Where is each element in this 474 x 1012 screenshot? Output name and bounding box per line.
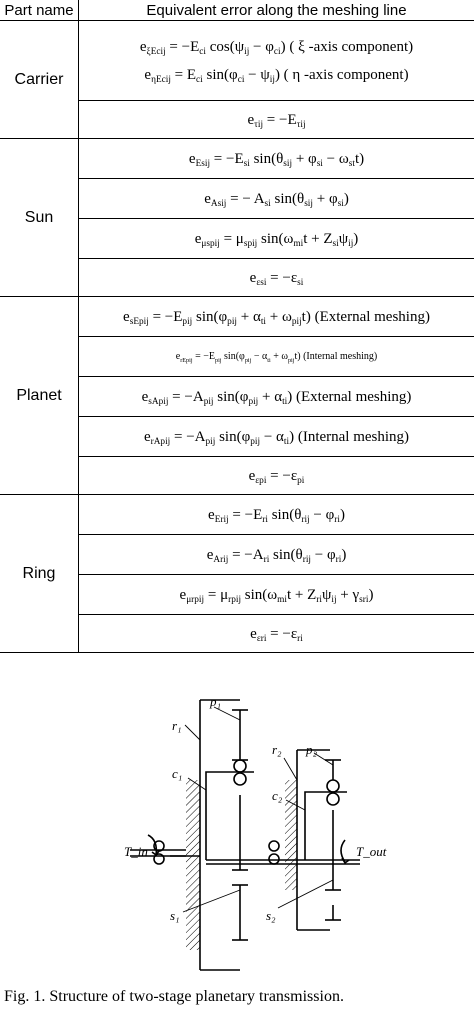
formula-cell: eErij = −Eri sin(θrij − φri) bbox=[78, 494, 474, 535]
formula-cell: eμrpij = μrpij sin(ωmit + Zriψij + γsri) bbox=[78, 574, 474, 615]
formula-text: eεri = −εri bbox=[250, 625, 303, 644]
stage1-planet-bearing bbox=[226, 759, 254, 786]
stage2-ring-gear bbox=[296, 749, 330, 931]
stage1-ring-hatch bbox=[186, 780, 200, 950]
stage2-planet-gear bbox=[325, 759, 341, 921]
part-name-cell: Planet bbox=[0, 296, 79, 495]
figure-caption: Fig. 1. Structure of two-stage planetary… bbox=[4, 988, 344, 1005]
formula-text: eμspij = μspij sin(ωmit + Zsiψij) bbox=[194, 230, 359, 249]
input-shaft bbox=[130, 849, 200, 857]
formula-cell: eτij = −Eτij bbox=[78, 100, 474, 139]
formula-text: esEpij = −Epij sin(φpij + αti + ωpijt) (… bbox=[123, 308, 430, 327]
formula-cell: erApij = −Apij sin(φpij − αti) (Internal… bbox=[78, 416, 474, 457]
header-equivalent-error: Equivalent error along the meshing line bbox=[78, 0, 474, 21]
formula-text: eArij = −Ari sin(θrij − φri) bbox=[206, 546, 347, 565]
table-row: Carrier eξEcij = −Eci cos(ψij − φci) ( ξ … bbox=[0, 20, 474, 139]
label-s1: s₁ bbox=[170, 908, 180, 923]
label-t-in: T_in bbox=[124, 844, 148, 859]
table-row: erApij = −Apij sin(φpij − αti) (Internal… bbox=[0, 416, 474, 457]
formula-cell: eEsij = −Esi sin(θsij + φsi − ωstt) bbox=[78, 138, 474, 179]
formula-text: eεsi = −εsi bbox=[249, 269, 304, 288]
table-row: erEpij = −Epij sin(φpij − αti + ωpijt) (… bbox=[0, 336, 474, 377]
formula-text: eεpi = −εpi bbox=[248, 467, 305, 486]
table-body: Carrier eξEcij = −Eci cos(ψij − φci) ( ξ … bbox=[0, 20, 474, 653]
stage2-carrier bbox=[290, 791, 360, 865]
formula-cell: eμspij = μspij sin(ωmit + Zsiψij) bbox=[78, 218, 474, 259]
stage2-planet-bearing bbox=[319, 779, 347, 806]
equivalent-error-table: Part name Equivalent error along the mes… bbox=[0, 0, 474, 653]
formula-text: eμrpij = μrpij sin(ωmit + Zriψij + γsri) bbox=[179, 586, 374, 605]
formula-text: eAsij = − Asi sin(θsij + φsi) bbox=[204, 190, 349, 209]
label-s2: s₂ bbox=[266, 908, 276, 923]
stage1-carrier bbox=[205, 771, 290, 861]
formula-cell: eεri = −εri bbox=[78, 614, 474, 653]
formula-cell: esApij = −Apij sin(φpij + αti) (External… bbox=[78, 376, 474, 417]
formula-cell: erEpij = −Epij sin(φpij − αti + ωpijt) (… bbox=[78, 336, 474, 377]
input-arrow bbox=[147, 834, 160, 857]
part-name-cell: Sun bbox=[0, 138, 79, 297]
table-row: Planet esEpij = −Epij sin(φpij + αti + ωp… bbox=[0, 296, 474, 495]
formula-cell: eArij = −Ari sin(θrij − φri) bbox=[78, 534, 474, 575]
table-row: Sun eEsij = −Esi sin(θsij + φsi − ωstt) bbox=[0, 138, 474, 297]
table-row: eAsij = − Asi sin(θsij + φsi) bbox=[0, 178, 474, 219]
label-r2: r₂ bbox=[272, 742, 282, 757]
formula-text: erApij = −Apij sin(φpij − αti) (Internal… bbox=[143, 428, 410, 447]
label-r1: r₁ bbox=[172, 718, 182, 733]
leader-lines bbox=[182, 706, 334, 913]
connecting-shaft bbox=[206, 840, 290, 865]
table-row: eεpi = −εpi bbox=[0, 456, 474, 495]
table-row: eArij = −Ari sin(θrij − φri) bbox=[0, 534, 474, 575]
label-p2: p₂ bbox=[305, 742, 318, 757]
output-arrow bbox=[340, 839, 350, 865]
formula-text: eτij = −Eτij bbox=[247, 111, 306, 130]
formula-cell: esEpij = −Epij sin(φpij + αti + ωpijt) (… bbox=[78, 296, 474, 337]
label-c1: c₁ bbox=[172, 766, 182, 781]
formula-text: erEpij = −Epij sin(φpij − αti + ωpijt) (… bbox=[175, 350, 378, 364]
formula-text: eEsij = −Esi sin(θsij + φsi − ωstt) bbox=[188, 150, 365, 169]
label-p1: p₁ bbox=[209, 694, 221, 709]
table-row: Ring eErij = −Eri sin(θrij − φri) bbox=[0, 494, 474, 653]
formula-cell: eεpi = −εpi bbox=[78, 456, 474, 495]
formula-text: eErij = −Eri sin(θrij − φri) bbox=[208, 506, 345, 525]
stage2-ring-hatch bbox=[285, 780, 297, 890]
formula-text: esApij = −Apij sin(φpij + αti) (External… bbox=[141, 388, 412, 407]
stage1-planet-gear bbox=[232, 709, 248, 871]
stage1-lower-planet bbox=[232, 884, 248, 941]
table-header-row: Part name Equivalent error along the mes… bbox=[0, 0, 474, 21]
formula-text: eξEcij = −Eci cos(ψij − φci) ( ξ -axis c… bbox=[139, 38, 414, 57]
planetary-transmission-diagram: p₁ r₁ c₁ s₁ p₂ r₂ c₂ s₂ T_in T_out bbox=[124, 694, 387, 971]
formula-cell: eAsij = − Asi sin(θsij + φsi) bbox=[78, 178, 474, 219]
formula-cell: eξEcij = −Eci cos(ψij − φci) ( ξ -axis c… bbox=[78, 20, 474, 101]
table-row: eεri = −εri bbox=[0, 614, 474, 653]
header-part-name: Part name bbox=[0, 0, 79, 21]
formula-text: eηEcij = Eci sin(φci − ψij) ( η -axis co… bbox=[144, 66, 409, 85]
part-name-cell: Ring bbox=[0, 494, 79, 653]
label-t-out: T_out bbox=[356, 844, 387, 859]
table-row: eτij = −Eτij bbox=[0, 100, 474, 139]
table-row: esApij = −Apij sin(φpij + αti) (External… bbox=[0, 376, 474, 417]
formula-cell: eεsi = −εsi bbox=[78, 258, 474, 297]
label-c2: c₂ bbox=[272, 788, 283, 803]
part-name-cell: Carrier bbox=[0, 20, 79, 139]
